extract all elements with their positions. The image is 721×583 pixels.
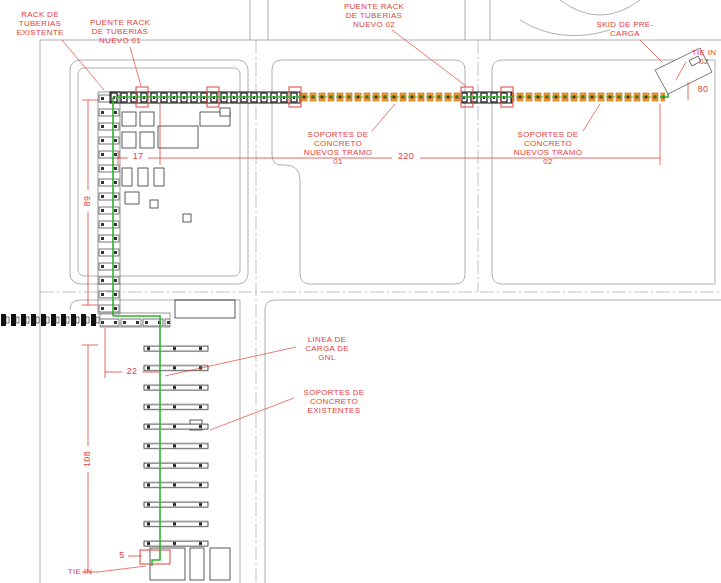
part-label: LINEA DE CARGA DE GNL [296, 335, 358, 362]
part-label: SOPORTES DE CONCRETO EXISTENTES [294, 388, 374, 415]
leader-lines [62, 30, 686, 572]
pipe-racks [0, 92, 665, 552]
dimensions [82, 82, 688, 572]
dimension-label: 220 [392, 151, 420, 161]
dimension-label: 22 [122, 366, 142, 376]
part-label: SOPORTES DE CONCRETO NUEVOS TRAMO 02 [508, 130, 588, 166]
existing-rack-horizontal [0, 313, 100, 327]
callout-label: TIE IN 02 [690, 48, 718, 66]
dimension-label: 5 [116, 550, 128, 560]
equipment [122, 108, 235, 580]
lng-line [113, 78, 675, 566]
center-lines [40, 40, 721, 583]
part-label: PUENTE RACK DE TUBERIAS NUEVO 02 [338, 2, 410, 29]
highlight-boxes [136, 87, 513, 564]
part-label: PUENTE RACK DE TUBERIAS NUEVO 01 [84, 18, 156, 45]
new-rack-02 [462, 92, 512, 103]
part-label: SKID DE PRE-CARGA [596, 20, 654, 38]
dimension-label: 17 [128, 151, 148, 161]
new-rack-01 [110, 92, 300, 103]
dimension-label: 80 [694, 84, 712, 94]
dimension-label: 89 [82, 190, 92, 212]
part-label: SOPORTES DE CONCRETO NUEVOS TRAMO 01 [298, 130, 378, 166]
existing-rack-vertical [98, 92, 120, 314]
dimension-label: 108 [82, 446, 92, 472]
callout-label: TIE IN [60, 567, 100, 576]
roads [40, 0, 721, 583]
part-label: RACK DE TUBERIAS EXISTENTE [8, 10, 72, 37]
